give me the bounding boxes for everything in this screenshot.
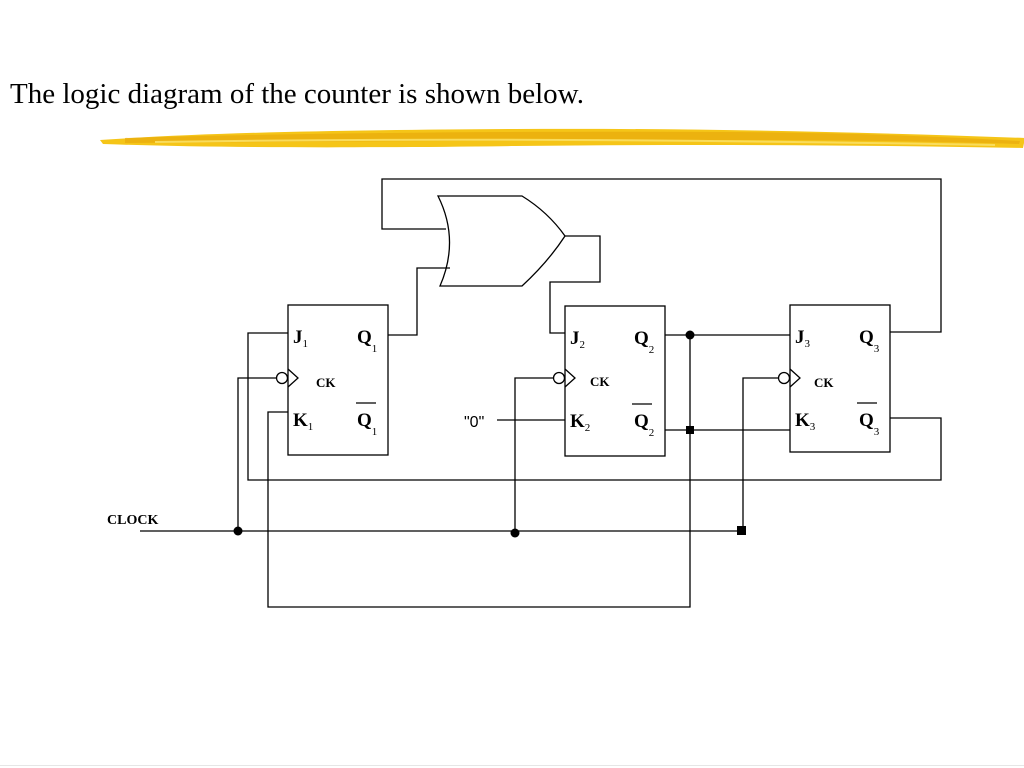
clock-triangle-3 xyxy=(789,368,801,388)
junction-dot xyxy=(233,526,243,536)
clock-bubble-2 xyxy=(552,371,566,385)
ff2-j-label: J2 xyxy=(570,328,585,351)
clock-to-ff1 xyxy=(237,377,276,531)
highlighter-underline xyxy=(100,128,1024,148)
ff1-ck-label: CK xyxy=(316,375,336,390)
ff3-q-label: Q3 xyxy=(859,327,880,355)
or-gate xyxy=(436,195,566,287)
junction-dot xyxy=(686,426,694,434)
wire-q3bar-to-j1 xyxy=(247,332,942,481)
junction-dot xyxy=(685,330,695,340)
ff3-j-label: J3 xyxy=(795,327,811,350)
ff3-k-label: K3 xyxy=(795,410,816,433)
slide-bottom-rule xyxy=(0,765,1024,766)
ff2-k-label: K2 xyxy=(570,411,590,434)
ff1-k-label: K1 xyxy=(293,410,313,433)
clock-label: CLOCK xyxy=(107,513,158,528)
clock-bubble-3 xyxy=(777,371,791,385)
ff2-qbar-label: Q2 xyxy=(634,411,654,439)
wire-q3-feedback xyxy=(381,178,942,333)
clock-to-ff2 xyxy=(514,377,553,531)
wire-q1-to-or xyxy=(388,267,450,336)
ff2-ck-label: CK xyxy=(590,374,610,389)
ff1-q-label: Q1 xyxy=(357,327,377,355)
ff3-ck-label: CK xyxy=(814,375,834,390)
wire-q2-trunk xyxy=(267,335,691,608)
ff1-qbar-label: Q1 xyxy=(357,410,377,438)
clock-to-ff3 xyxy=(742,377,778,531)
junction-dot xyxy=(737,526,746,535)
flip-flop-1 xyxy=(287,304,389,456)
clock-triangle-2 xyxy=(564,368,576,388)
clock-triangle-1 xyxy=(287,368,299,388)
ff1-j-label: J1 xyxy=(293,327,308,350)
slide-title: The logic diagram of the counter is show… xyxy=(10,78,584,110)
wire-or-to-j2 xyxy=(549,235,601,334)
zero-input-label: "0" xyxy=(464,414,484,431)
ff2-q-label: Q2 xyxy=(634,328,654,356)
junction-dot xyxy=(510,528,520,538)
flip-flop-2 xyxy=(564,305,666,457)
clock-bubble-1 xyxy=(275,371,289,385)
ff3-qbar-label: Q3 xyxy=(859,410,880,438)
